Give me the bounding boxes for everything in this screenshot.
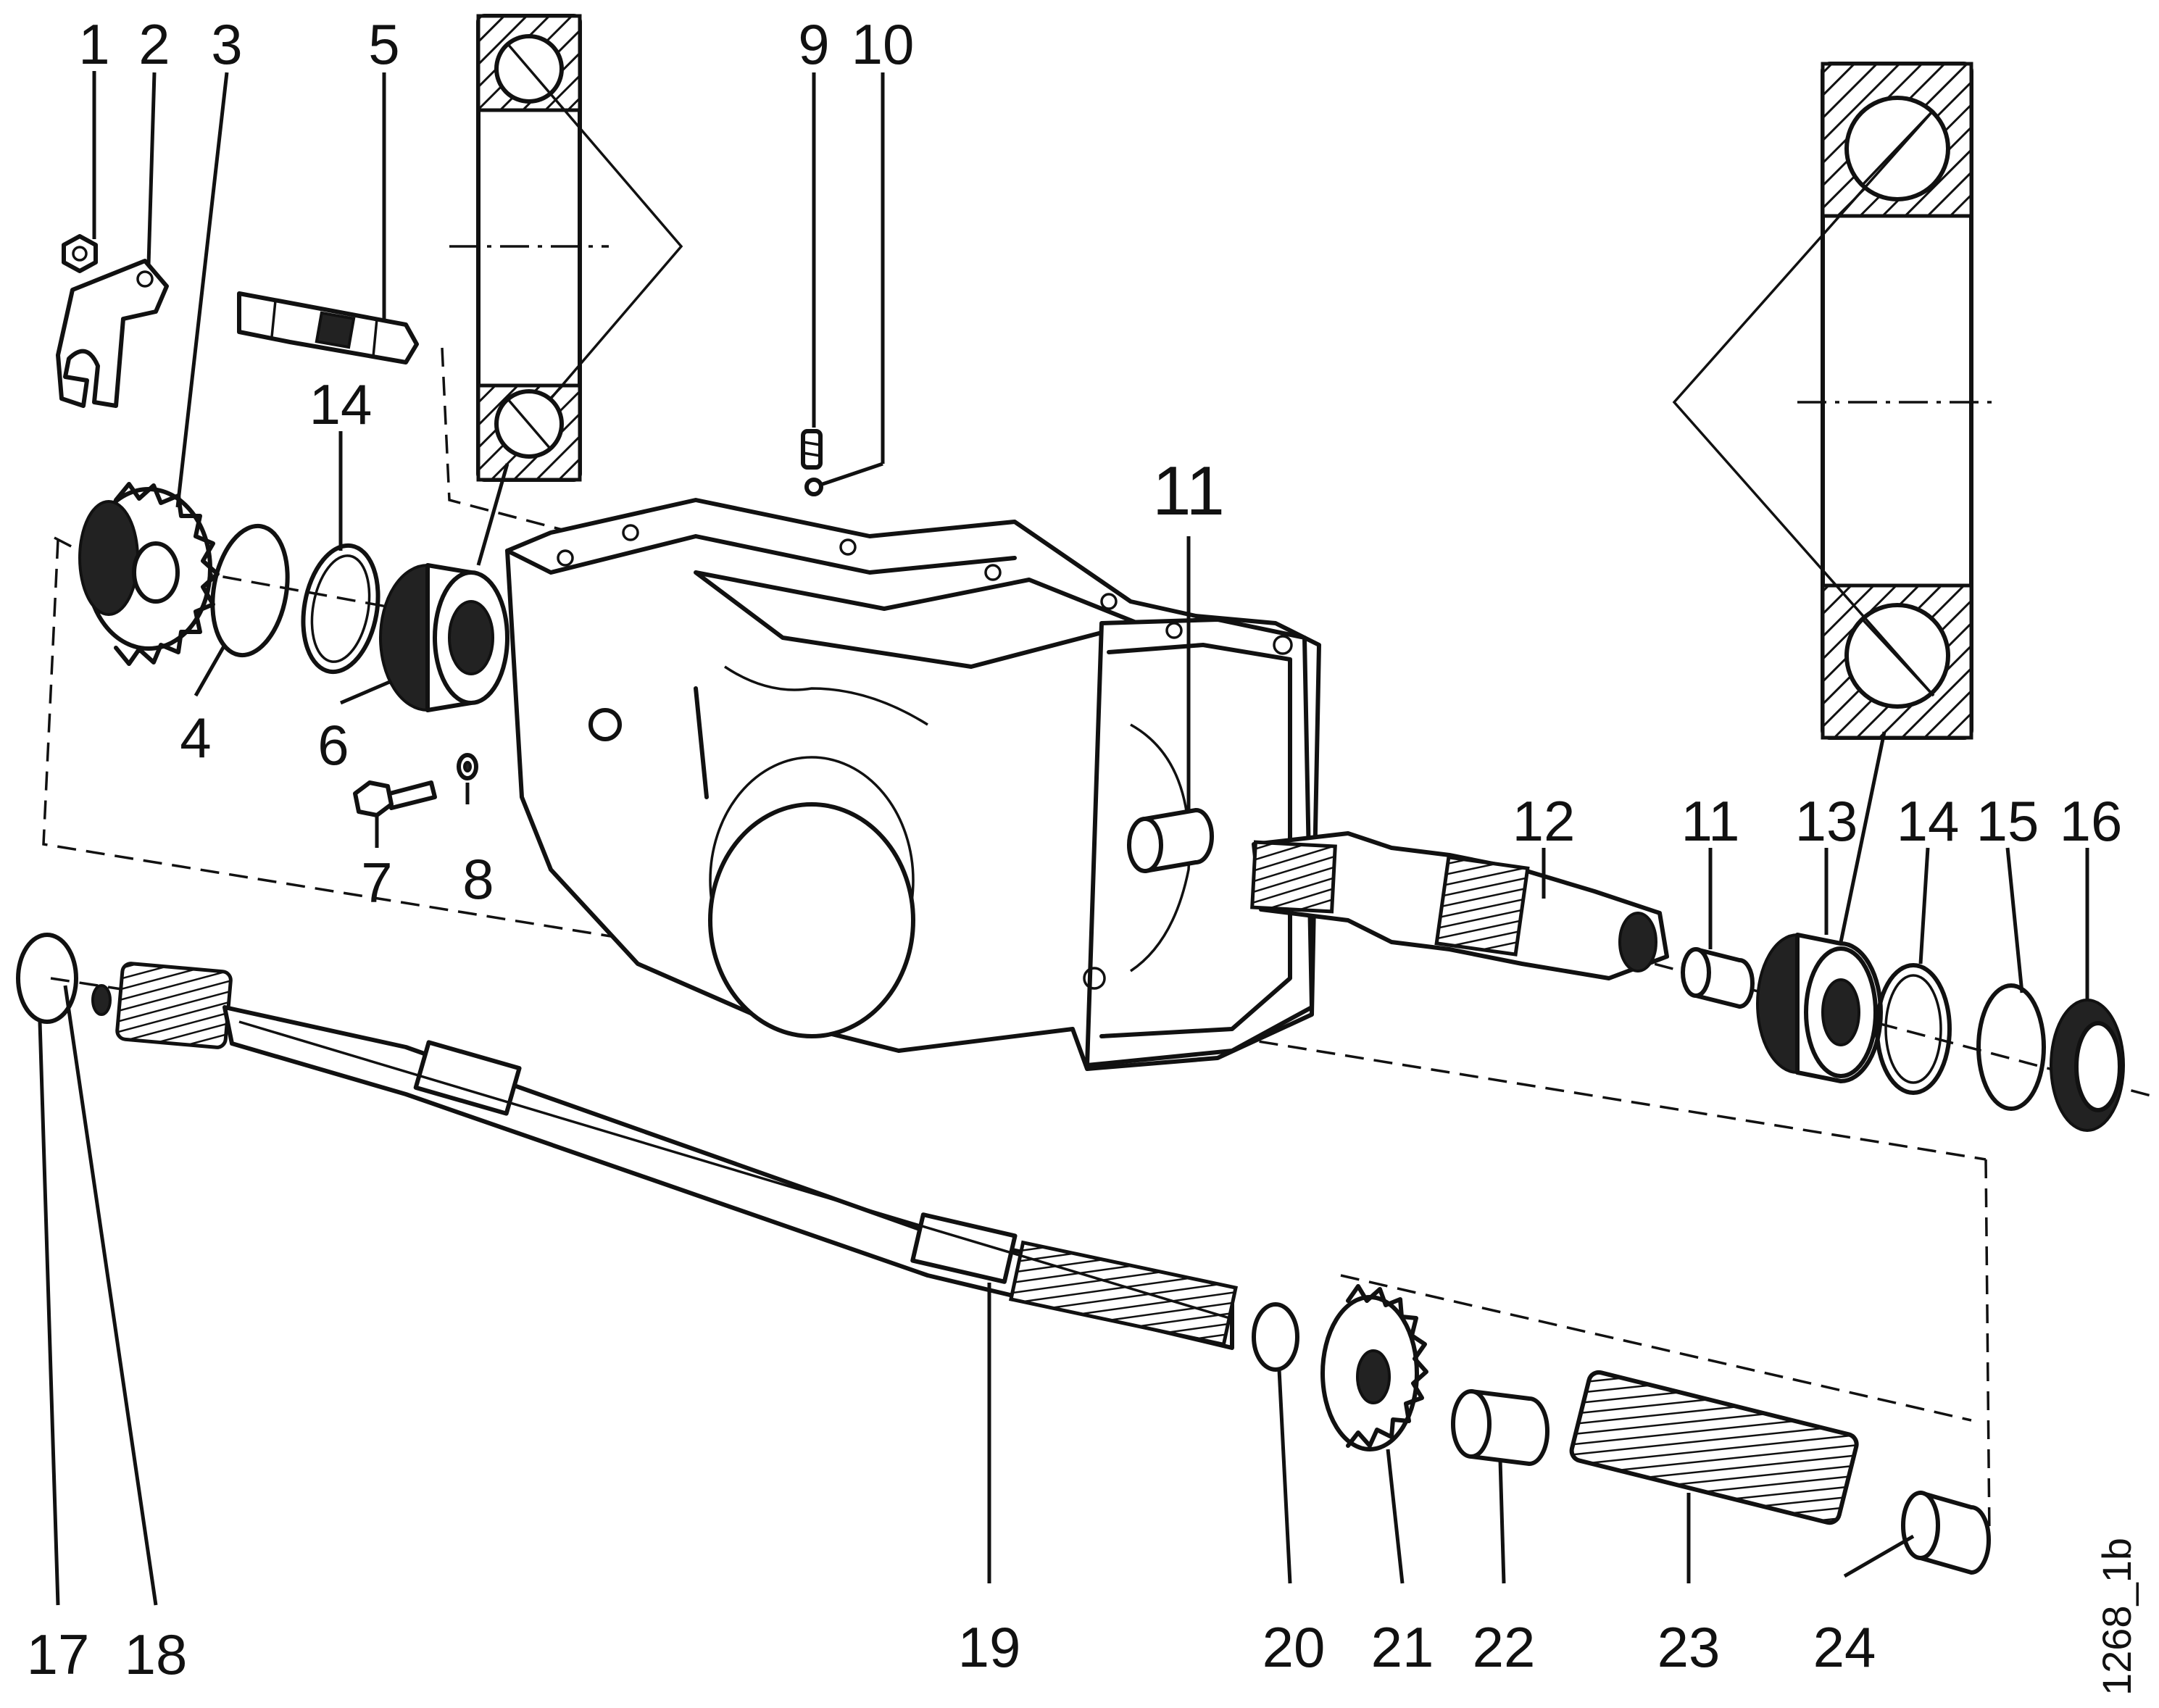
label-part-2: 2 — [138, 12, 170, 76]
label-part-14-upper: 14 — [309, 372, 373, 436]
washer-part-8 — [457, 753, 478, 780]
label-part-3: 3 — [211, 12, 242, 76]
nut-part-1 — [62, 234, 98, 273]
circlip-part-15 — [1976, 983, 2046, 1111]
label-part-7: 7 — [361, 851, 392, 915]
label-part-11-large: 11 — [1152, 452, 1225, 530]
gear-part-18 — [91, 962, 233, 1049]
label-part-11: 11 — [1681, 789, 1740, 853]
gearbox-housing — [505, 498, 1321, 1071]
label-part-18: 18 — [125, 1622, 188, 1686]
label-part-1: 1 — [78, 12, 109, 76]
shim-part-14-right — [1875, 963, 1952, 1095]
ball-part-10 — [804, 478, 823, 496]
label-part-16: 16 — [2060, 789, 2123, 853]
label-part-5: 5 — [368, 12, 399, 76]
bushing-part-22 — [1451, 1389, 1549, 1466]
bearing-section-left — [449, 14, 683, 482]
label-part-13: 13 — [1795, 789, 1858, 853]
circlip-part-17 — [16, 933, 78, 1024]
spring-part-9 — [801, 429, 823, 470]
bolt-part-7 — [353, 780, 437, 817]
label-part-21: 21 — [1371, 1615, 1434, 1679]
shift-fork-part-2 — [56, 259, 169, 408]
label-part-17: 17 — [27, 1622, 90, 1686]
label-part-22: 22 — [1473, 1615, 1536, 1679]
splined-sleeve-part-23 — [1569, 1370, 1859, 1525]
label-part-19: 19 — [958, 1615, 1021, 1679]
label-part-8: 8 — [462, 847, 494, 911]
bearing-part-6 — [379, 563, 509, 712]
main-shaft-part-19 — [222, 1005, 1239, 1350]
bushing-part-24 — [1901, 1491, 1991, 1575]
shim-part-14-upper — [301, 543, 380, 675]
output-shaft-part-12 — [1250, 831, 1669, 980]
label-part-10: 10 — [852, 12, 915, 76]
figure-code: 1268_1b — [2094, 1538, 2139, 1696]
shift-rod-part-5 — [237, 291, 419, 364]
bushing-part-11-left — [1127, 808, 1214, 873]
circlip-part-20 — [1252, 1302, 1299, 1372]
bearing-part-13 — [1756, 933, 1883, 1083]
leader-lines — [38, 71, 2089, 1606]
gear-part-21 — [1320, 1284, 1428, 1451]
label-part-15: 15 — [1976, 789, 2039, 853]
bearing-section-right — [1672, 62, 2000, 740]
label-part-9: 9 — [798, 12, 829, 76]
circlip-part-4 — [210, 523, 290, 658]
label-part-4: 4 — [180, 706, 211, 770]
gear-part-3 — [78, 482, 220, 666]
oil-seal-part-16 — [2050, 999, 2125, 1132]
label-part-23: 23 — [1657, 1615, 1721, 1679]
part-labels: 1 2 3 5 9 10 14 4 6 7 8 11 12 11 13 14 1… — [27, 12, 2139, 1696]
label-part-20: 20 — [1262, 1615, 1326, 1679]
label-part-24: 24 — [1813, 1615, 1876, 1679]
label-part-6: 6 — [317, 713, 349, 777]
bushing-part-11-right — [1681, 947, 1755, 1009]
label-part-12: 12 — [1513, 789, 1576, 853]
label-part-14-right: 14 — [1897, 789, 1960, 853]
